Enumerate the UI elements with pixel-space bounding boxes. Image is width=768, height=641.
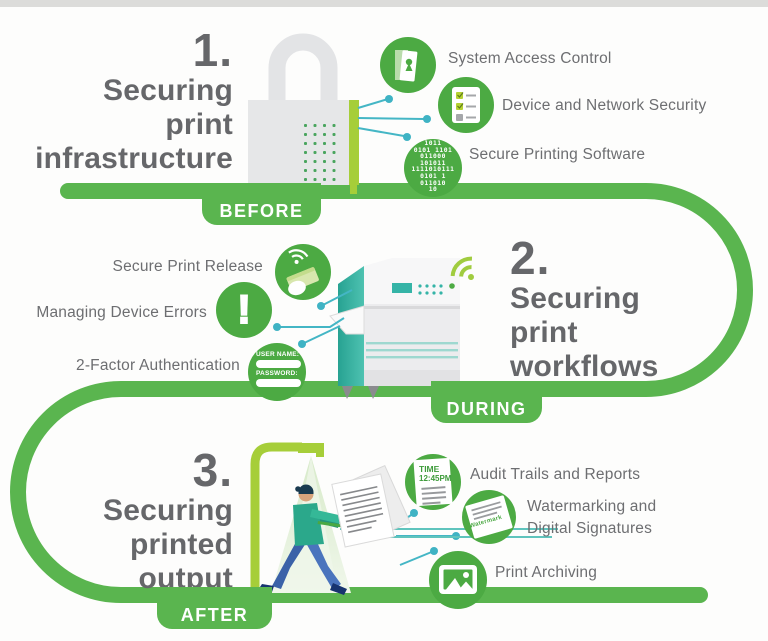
printer-screen bbox=[392, 283, 412, 293]
time-report-text: TIME 12:45PM bbox=[419, 464, 452, 484]
stage-tab-before: BEFORE bbox=[202, 183, 321, 225]
password-field-label: PASSWORD: bbox=[256, 370, 298, 377]
watermark-doc-icon bbox=[465, 495, 513, 539]
badge-print-release bbox=[275, 244, 331, 300]
lock-dot-grid bbox=[303, 124, 340, 185]
binary-code-icon bbox=[404, 139, 462, 197]
login-form-fields: USER NAME: PASSWORD: bbox=[249, 351, 307, 389]
label-secure-print-release: Secure Print Release bbox=[112, 258, 263, 275]
printer-power-light bbox=[449, 283, 455, 289]
section-2-title: 2. Securing print workflows bbox=[510, 234, 760, 384]
label-system-access-control: System Access Control bbox=[448, 50, 612, 67]
badge-device-network bbox=[438, 77, 494, 133]
lamp-post-icon bbox=[250, 442, 324, 596]
lock-shackle bbox=[268, 33, 338, 102]
binary-code-text: 1011 0101 1101 011000 101011 1111010111 … bbox=[411, 140, 455, 194]
connector-dots-section-2 bbox=[273, 302, 325, 348]
label-secure-printing-software: Secure Printing Software bbox=[469, 146, 646, 163]
connectors-section-2 bbox=[277, 289, 353, 345]
exclamation-glyph: ! bbox=[236, 287, 251, 333]
label-device-network-security: Device and Network Security bbox=[502, 97, 707, 114]
stage-tab-during: DURING bbox=[431, 381, 542, 423]
badge-system-access bbox=[380, 37, 436, 93]
label-two-factor-authentication: 2-Factor Authentication bbox=[76, 357, 240, 374]
printer-buttons bbox=[418, 284, 443, 295]
label-managing-device-errors: Managing Device Errors bbox=[36, 304, 207, 321]
paper-documents bbox=[331, 464, 411, 548]
printer-stripes bbox=[366, 342, 458, 359]
password-field bbox=[255, 379, 301, 387]
connector-dots-section-1 bbox=[385, 95, 431, 141]
username-field-label: USER NAME: bbox=[256, 351, 300, 358]
lock-foot-accent bbox=[350, 185, 357, 194]
badge-print-archiving bbox=[429, 551, 487, 609]
scan-edge-artifact bbox=[0, 0, 768, 7]
stage-tab-after: AFTER bbox=[157, 587, 272, 629]
badge-watermarking bbox=[462, 490, 516, 544]
lock-edge-accent bbox=[349, 100, 359, 185]
badge-audit-trails bbox=[405, 454, 461, 510]
door-keyhole-icon bbox=[395, 50, 418, 82]
username-field bbox=[255, 360, 301, 368]
card-tap-wifi-icon bbox=[286, 249, 319, 296]
connectors-section-1 bbox=[357, 98, 425, 137]
padlock-icon bbox=[248, 33, 359, 194]
connector-dots-section-3 bbox=[410, 509, 460, 555]
flow-track bbox=[10, 183, 753, 603]
photo-archive-icon bbox=[439, 565, 477, 594]
checklist-icon bbox=[452, 87, 480, 123]
printer-output-tray bbox=[329, 305, 365, 335]
wifi-icon bbox=[450, 256, 474, 280]
section-3-title: 3. Securing printed output bbox=[0, 446, 233, 596]
section-1-title: 1. Securing print infrastructure bbox=[0, 26, 233, 176]
label-watermarking-signatures: Watermarking and Digital Signatures bbox=[527, 498, 657, 537]
exclamation-icon bbox=[216, 282, 272, 338]
section-3-number: 3. bbox=[192, 444, 233, 496]
printer-icon bbox=[329, 258, 460, 399]
badge-secure-software bbox=[404, 139, 462, 197]
section-1-number: 1. bbox=[192, 24, 233, 76]
badge-device-errors bbox=[216, 282, 272, 338]
label-audit-trails-reports: Audit Trails and Reports bbox=[470, 466, 641, 483]
section-2-number: 2. bbox=[510, 232, 551, 284]
label-print-archiving: Print Archiving bbox=[495, 564, 598, 581]
time-report-icon bbox=[413, 457, 453, 507]
